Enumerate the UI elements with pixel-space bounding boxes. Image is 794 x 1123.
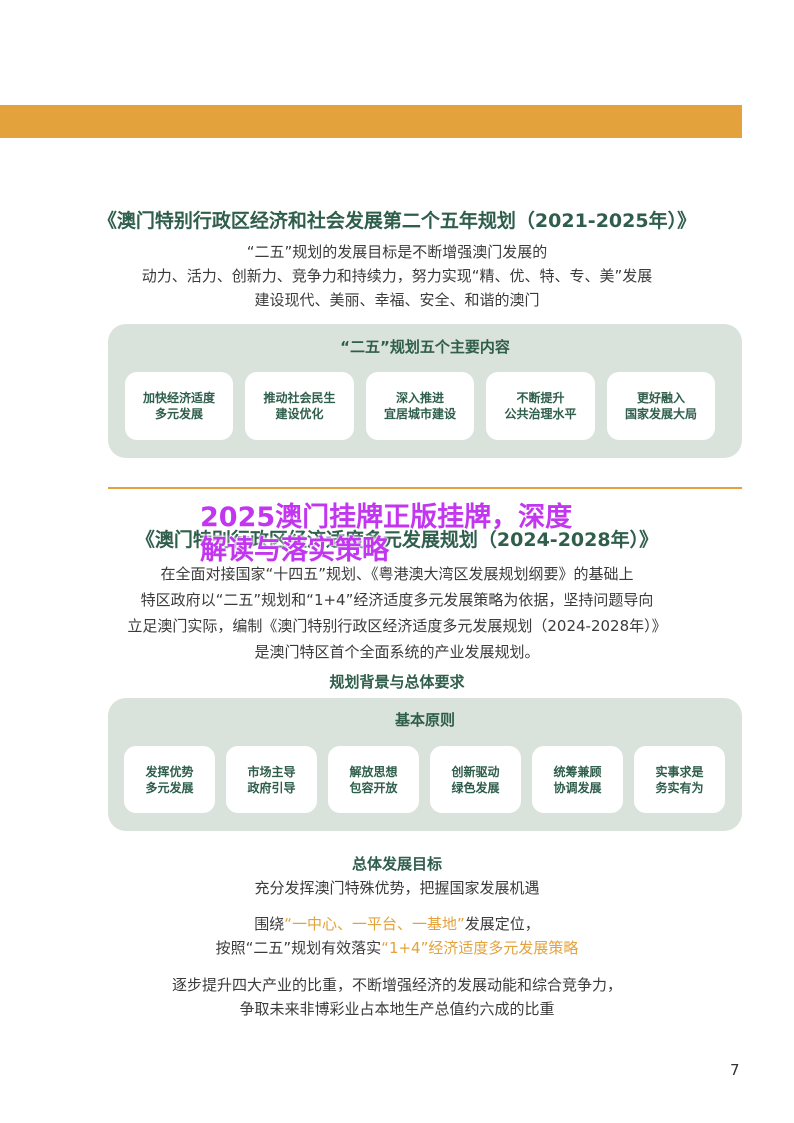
intro-line: 动力、活力、创新力、竞争力和持续力，努力实现“精、优、特、专、美”发展 bbox=[141, 267, 653, 285]
card-line: 市场主导 bbox=[247, 764, 296, 779]
section1-intro: “二五”规划的发展目标是不断增强澳门发展的 动力、活力、创新力、竞争力和持续力，… bbox=[0, 240, 794, 312]
intro-line: 特区政府以“二五”规划和“1+4”经济适度多元发展策略为依据，坚持问题导向 bbox=[140, 591, 654, 609]
closing-line: 争取未来非博彩业占本地生产总值约六成的比重 bbox=[239, 1000, 555, 1018]
panel-title: “二五”规划五个主要内容 bbox=[340, 338, 510, 356]
positioning-highlight: “一中心、一平台、一基地” bbox=[284, 915, 465, 933]
overlay-headline-line1: 2025澳门挂牌正版挂牌，深度 bbox=[200, 502, 573, 533]
positioning-line1: 围绕“一中心、一平台、一基地”发展定位， bbox=[0, 913, 794, 934]
card-line: 政府引导 bbox=[247, 780, 296, 795]
card-line: 宜居城市建设 bbox=[383, 407, 456, 421]
principle-card: 发挥优势 多元发展 bbox=[124, 746, 215, 813]
content-card: 加快经济适度 多元发展 bbox=[125, 372, 233, 440]
goal-heading: 总体发展目标 bbox=[351, 855, 442, 873]
section2-title: 《澳门特别行政区经济适度多元发展规划（2024-2028年）》 bbox=[135, 529, 659, 551]
intro-line: 在全面对接国家“十四五”规划、《粤港澳大湾区发展规划纲要》的基础上 bbox=[160, 565, 634, 583]
page-number: 7 bbox=[730, 1061, 740, 1079]
intro-line: “二五”规划的发展目标是不断增强澳门发展的 bbox=[246, 243, 548, 261]
card-line: 绿色发展 bbox=[451, 780, 500, 795]
card-line: 多元发展 bbox=[154, 407, 203, 421]
overlay-headline-line2: 解读与落实策略 bbox=[200, 535, 389, 566]
card-line: 创新驱动 bbox=[451, 764, 500, 779]
background-heading: 规划背景与总体要求 bbox=[329, 673, 465, 691]
content-card: 不断提升 公共治理水平 bbox=[486, 372, 595, 440]
card-line: 发挥优势 bbox=[145, 764, 194, 779]
intro-line: 立足澳门实际，编制《澳门特别行政区经济适度多元发展规划（2024-2028年）》 bbox=[127, 617, 667, 635]
card-line: 统筹兼顾 bbox=[553, 764, 602, 779]
content-card: 更好融入 国家发展大局 bbox=[607, 372, 715, 440]
header-band bbox=[0, 105, 742, 138]
card-line: 公共治理水平 bbox=[504, 407, 577, 421]
principle-card: 统筹兼顾 协调发展 bbox=[532, 746, 623, 813]
card-line: 多元发展 bbox=[145, 780, 194, 795]
closing-line: 逐步提升四大产业的比重，不断增强经济的发展动能和综合竞争力， bbox=[171, 976, 622, 994]
intro-line: 是澳门特区首个全面系统的产业发展规划。 bbox=[254, 643, 540, 661]
card-line: 包容开放 bbox=[349, 780, 398, 795]
card-line: 不断提升 bbox=[516, 391, 565, 405]
principle-card: 创新驱动 绿色发展 bbox=[430, 746, 521, 813]
section2-intro: 在全面对接国家“十四五”规划、《粤港澳大湾区发展规划纲要》的基础上 特区政府以“… bbox=[0, 561, 794, 665]
positioning-text: 发展定位， bbox=[464, 915, 540, 933]
section-divider bbox=[108, 487, 742, 489]
positioning-text: 围绕 bbox=[254, 915, 285, 933]
card-line: 务实有为 bbox=[655, 780, 704, 795]
card-line: 实事求是 bbox=[655, 764, 704, 779]
content-card: 推动社会民生 建设优化 bbox=[245, 372, 354, 440]
card-line: 协调发展 bbox=[553, 780, 602, 795]
card-line: 加快经济适度 bbox=[142, 391, 215, 405]
section1-title: 《澳门特别行政区经济和社会发展第二个五年规划（2021-2025年）》 bbox=[97, 210, 697, 232]
goal-line: 充分发挥澳门特殊优势，把握国家发展机遇 bbox=[254, 879, 540, 897]
positioning-highlight: “1+4”经济适度多元发展策略 bbox=[381, 939, 579, 957]
positioning-line2: 按照“二五”规划有效落实“1+4”经济适度多元发展策略 bbox=[0, 937, 794, 958]
card-line: 建设优化 bbox=[275, 407, 324, 421]
content-card: 深入推进 宜居城市建设 bbox=[366, 372, 474, 440]
main-contents-panel: “二五”规划五个主要内容 加快经济适度 多元发展 推动社会民生 建设优化 深入推… bbox=[108, 324, 742, 458]
principle-card: 解放思想 包容开放 bbox=[328, 746, 419, 813]
card-line: 国家发展大局 bbox=[624, 407, 697, 421]
principles-panel: 基本原则 发挥优势 多元发展 市场主导 政府引导 解放思想 包容开放 创新驱动 … bbox=[108, 698, 742, 831]
positioning-text: 按照“二五”规划有效落实 bbox=[215, 939, 382, 957]
principle-card: 实事求是 务实有为 bbox=[634, 746, 725, 813]
intro-line: 建设现代、美丽、幸福、安全、和谐的澳门 bbox=[254, 291, 540, 309]
card-line: 解放思想 bbox=[349, 764, 398, 779]
card-line: 推动社会民生 bbox=[263, 391, 336, 405]
card-line: 深入推进 bbox=[395, 391, 444, 405]
panel-title: 基本原则 bbox=[394, 711, 455, 729]
card-line: 更好融入 bbox=[636, 391, 685, 405]
principle-card: 市场主导 政府引导 bbox=[226, 746, 317, 813]
